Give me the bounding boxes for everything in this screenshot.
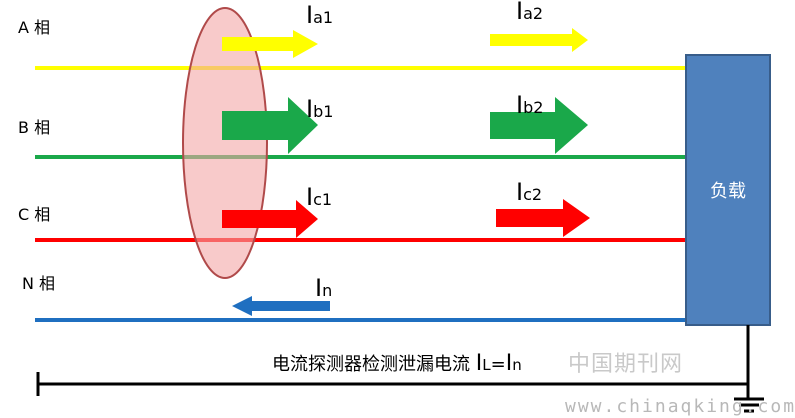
current-subscript: b2	[523, 98, 544, 117]
current-symbol: I	[306, 1, 314, 29]
load-label: 负载	[710, 181, 746, 202]
current-subscript: a1	[313, 8, 334, 27]
arrow-n	[232, 296, 330, 316]
current-label-b1: Ib1	[306, 95, 333, 123]
current-subscript: a2	[523, 4, 544, 23]
current-label-c2: Ic2	[516, 178, 542, 206]
current-label-n: In	[315, 274, 332, 302]
current-symbol: I	[516, 0, 524, 25]
watermark-cn: 中国期刊网	[568, 352, 684, 377]
current-symbol: I	[306, 183, 314, 211]
arrow-b2	[490, 97, 588, 154]
arrow-c2	[496, 199, 590, 237]
current-subscript: n	[322, 281, 333, 300]
arrow-a1	[222, 30, 318, 58]
current-subscript: b1	[313, 102, 334, 121]
phase-n-label: N 相	[22, 274, 56, 293]
current-symbol: I	[516, 91, 524, 119]
phase-c-label: C 相	[18, 205, 51, 224]
arrow-b1	[222, 97, 318, 154]
arrow-a2	[490, 28, 588, 52]
current-subscript: c2	[523, 185, 543, 204]
phase-b-label: B 相	[18, 118, 51, 137]
caption-text: 电流探测器检测泄漏电流	[272, 354, 476, 375]
caption-in-symbol: I	[505, 351, 513, 376]
arrow-c1	[222, 200, 318, 238]
current-label-a2: Ia2	[516, 0, 543, 25]
caption-il-symbol: I	[475, 351, 483, 376]
watermark-url: www.chinaqking.com	[565, 396, 795, 417]
caption-il-subscript: L	[482, 356, 491, 374]
current-symbol: I	[306, 95, 314, 123]
current-label-c1: Ic1	[306, 183, 332, 211]
phase-a-label: A 相	[18, 18, 51, 37]
caption-equals: =	[490, 354, 506, 375]
current-symbol: I	[516, 178, 524, 206]
caption-in-subscript: n	[512, 356, 522, 374]
current-label-a1: Ia1	[306, 1, 333, 29]
load-box	[685, 54, 771, 326]
current-label-b2: Ib2	[516, 91, 543, 119]
current-subscript: c1	[313, 190, 333, 209]
caption: 电流探测器检测泄漏电流 IL=In	[272, 350, 522, 376]
current-symbol: I	[315, 274, 323, 302]
